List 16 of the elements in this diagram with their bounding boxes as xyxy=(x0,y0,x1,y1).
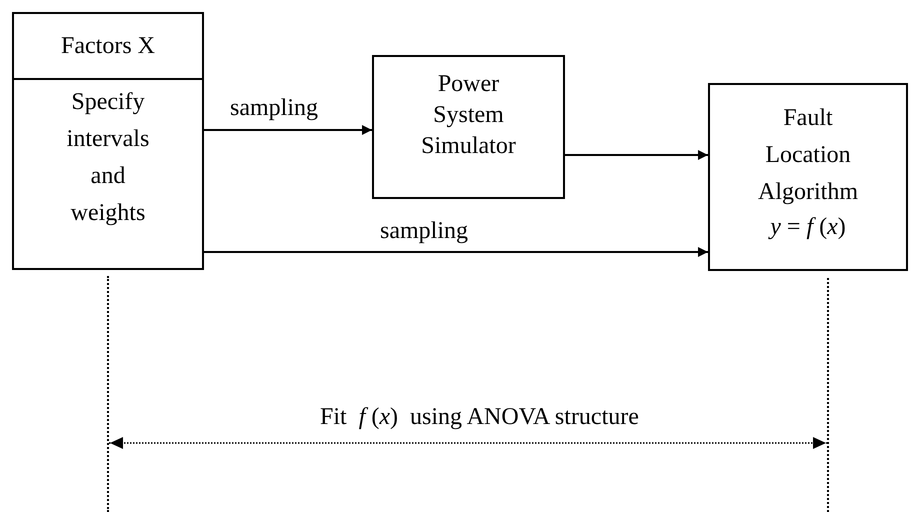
process-box xyxy=(12,12,204,270)
edge-label: Fit f (x) using ANOVA structure xyxy=(318,404,641,431)
arrow xyxy=(204,125,372,135)
arrow xyxy=(565,150,708,160)
edge-label: sampling xyxy=(378,218,470,245)
box-text: Power System Simulator xyxy=(420,70,517,161)
box-text: y = f (x) xyxy=(767,213,847,242)
process-box xyxy=(372,55,565,199)
arrow xyxy=(204,247,708,257)
edge-label: sampling xyxy=(228,95,320,122)
box-heading: Factors X xyxy=(14,14,202,80)
guide-line xyxy=(827,278,829,512)
guide-line xyxy=(107,276,109,512)
process-box xyxy=(708,83,908,271)
box-text: Specify intervals and weights xyxy=(66,88,150,228)
dimension-arrow xyxy=(109,437,827,449)
